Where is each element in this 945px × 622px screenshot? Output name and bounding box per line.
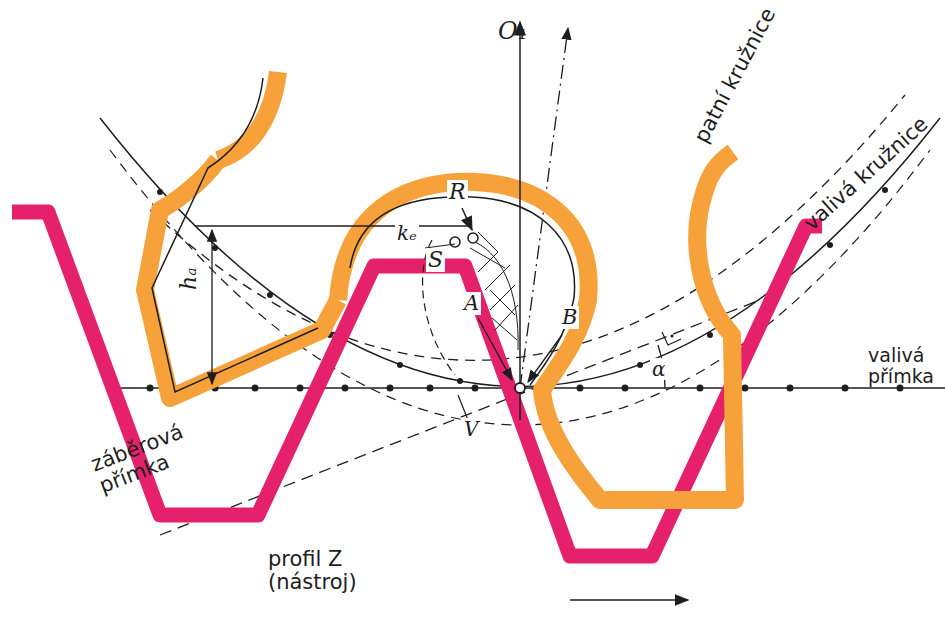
angle-label: α [650, 358, 668, 380]
envelope-hatch [470, 232, 518, 350]
gear-contour [350, 197, 575, 385]
point-label: R [447, 180, 468, 204]
point-label: B [560, 306, 579, 329]
leader-line [462, 208, 472, 230]
right-angle-dot [671, 335, 674, 338]
axis-line [519, 22, 521, 420]
curve-label: kₑ [395, 222, 419, 244]
pitch-point [515, 383, 525, 393]
point-label: V [462, 418, 480, 440]
circle-label: valivá kružnice [800, 112, 933, 235]
dimension-arrow [211, 230, 212, 384]
dimension-line [195, 225, 470, 226]
leader-line [478, 318, 512, 380]
gear-contour [152, 78, 318, 392]
right-angle-mark [662, 332, 681, 345]
motion-arrow [570, 599, 688, 601]
path-curve [423, 240, 455, 375]
leader-line [528, 335, 562, 382]
point-label: S [426, 248, 445, 272]
dimension-label: hₐ [177, 266, 201, 292]
point-circle [450, 237, 460, 247]
point-label: A [462, 292, 481, 315]
axis-label: O₁ [498, 18, 527, 44]
gear-profile [145, 72, 735, 500]
line-label: valivá přímka [868, 345, 934, 387]
tool-label: profil Z (nástroj) [268, 548, 398, 594]
point-circle [468, 233, 478, 243]
circle-label: patní kružnice [690, 4, 780, 146]
